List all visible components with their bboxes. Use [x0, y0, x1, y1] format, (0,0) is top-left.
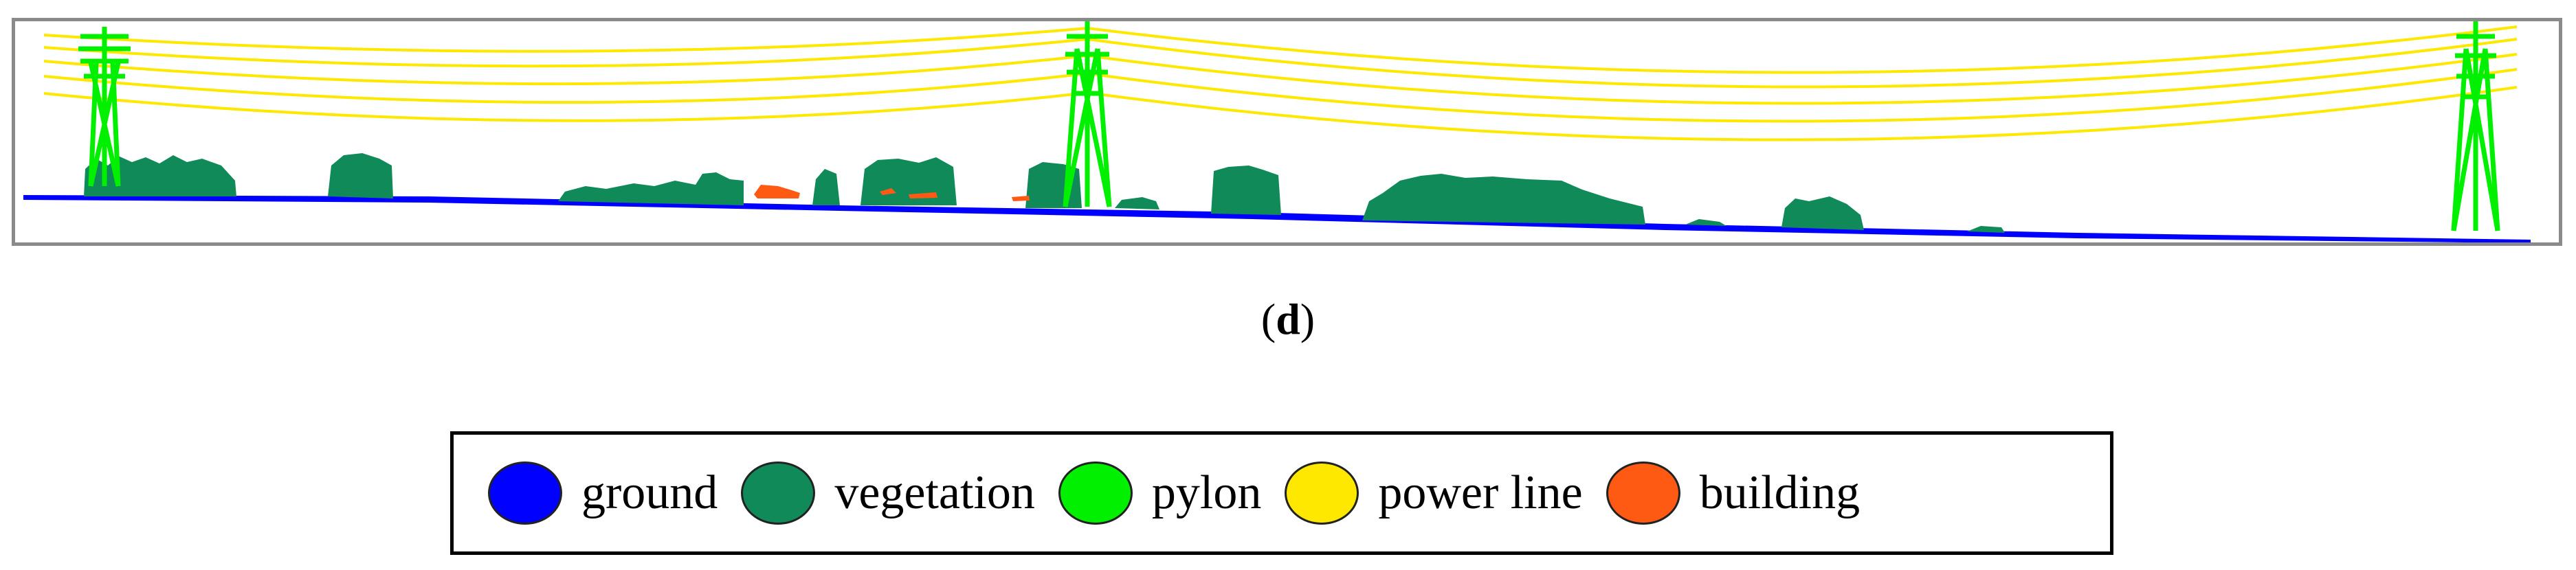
pylon-points	[78, 21, 2500, 231]
panel-label: (d)	[0, 294, 2576, 345]
panel-label-open: (	[1261, 295, 1276, 343]
panel-label-letter: d	[1276, 295, 1300, 343]
legend-item-pylon: pylon	[1058, 461, 1261, 525]
legend-item-ground: ground	[488, 461, 718, 525]
ground-points	[23, 195, 2531, 242]
legend: ground vegetation pylon power line build…	[450, 431, 2113, 555]
pylon-middle	[1063, 21, 1112, 207]
point-cloud-render	[23, 21, 2531, 242]
legend-label-vegetation: vegetation	[834, 466, 1035, 519]
power-line-swatch	[1285, 461, 1359, 525]
vegetation-points	[84, 153, 2005, 233]
legend-label-ground: ground	[581, 466, 718, 519]
vegetation-swatch	[741, 461, 816, 525]
ground-swatch	[488, 461, 562, 525]
building-points	[754, 185, 1030, 201]
pylon-swatch	[1058, 461, 1133, 525]
legend-item-building: building	[1606, 461, 1860, 525]
legend-label-pylon: pylon	[1151, 466, 1262, 519]
panel-label-close: )	[1300, 295, 1315, 343]
pylon-right	[2451, 21, 2500, 231]
legend-item-power-line: power line	[1285, 461, 1583, 525]
legend-label-building: building	[1699, 466, 1861, 519]
legend-item-vegetation: vegetation	[741, 461, 1035, 525]
building-swatch	[1606, 461, 1680, 525]
legend-label-power-line: power line	[1378, 466, 1583, 519]
point-cloud-scene	[12, 18, 2562, 246]
power-line-points	[43, 25, 2518, 141]
pylon-left	[78, 27, 131, 187]
